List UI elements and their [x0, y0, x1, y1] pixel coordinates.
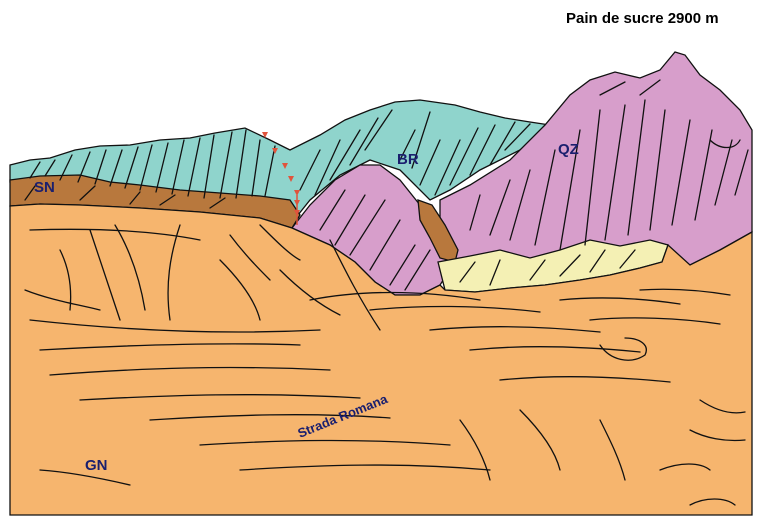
unit-label-br: BR	[397, 151, 419, 168]
peak-label: Pain de sucre 2900 m	[566, 10, 719, 27]
unit-label-gn: GN	[85, 457, 108, 474]
unit-label-sn: SN	[34, 179, 55, 196]
unit-label-qz: QZ	[558, 141, 579, 158]
